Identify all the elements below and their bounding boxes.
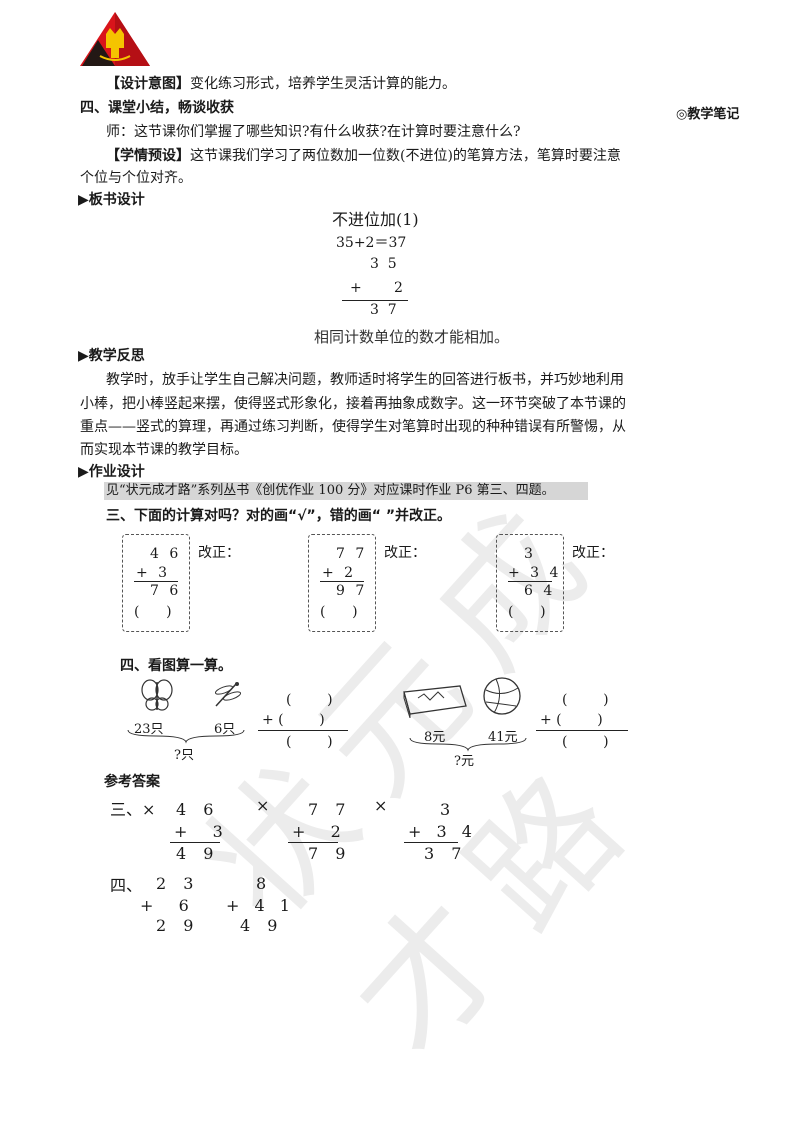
q4-left-paren-1[interactable]: ( ) — [286, 692, 333, 708]
ans4-1-plus: + 6 — [140, 896, 194, 915]
q4-right-paren-2[interactable]: + ( ) — [540, 712, 603, 728]
q3-p2-plus: + 2 — [322, 565, 357, 581]
ans4-2-plus: + 4 1 — [226, 896, 295, 915]
q3-p3-result: 6 4 — [524, 583, 556, 599]
design-intent: 【设计意图】变化练习形式，培养学生灵活计算的能力。 — [106, 72, 456, 96]
pencil-case-icon — [400, 684, 470, 722]
q4-right-paren-1[interactable]: ( ) — [562, 692, 609, 708]
ans3-3-result: 3 7 — [424, 844, 468, 863]
preset-tag: 【学情预设】 — [106, 148, 190, 164]
board-heading: ▶板书设计 — [78, 192, 145, 208]
q4-left-paren-2[interactable]: + ( ) — [262, 712, 325, 728]
preset-line-2: 个位与个位对齐。 — [80, 170, 192, 186]
reflection-line-1: 教学时，放手让学生自己解决问题，教师适时将学生的回答进行板书，并巧妙地利用 — [106, 372, 624, 388]
q3-problem-3 — [496, 534, 564, 632]
homework-highlight — [104, 482, 588, 500]
q4-left-a: 23只 — [134, 722, 164, 737]
ans4-1-result: 2 9 — [156, 916, 200, 935]
homework-heading: ▶作业设计 — [78, 464, 145, 480]
q4-left-total: ?只 — [174, 748, 194, 763]
reflection-line-3: 重点——竖式的算理，再通过练习判断，使得学生对笔算时出现的种种错误有所警惕，从 — [80, 419, 626, 435]
q3-p3-fix-label: 改正： — [572, 545, 614, 561]
q4-right-paren-3[interactable]: ( ) — [562, 734, 609, 750]
board-equation: 35+2＝37 — [336, 235, 407, 251]
q4-right-line — [536, 730, 628, 731]
q3-p1-answer[interactable]: ( ) — [134, 604, 172, 620]
ans3-1-plus: + 3 — [174, 822, 228, 841]
ans3-2-plus: + 2 — [292, 822, 346, 841]
ans3-3-top: 3 — [440, 800, 457, 819]
homework-text: 见“状元成才路”系列丛书《创优作业 100 分》对应课时作业 P6 第三、四题。 — [106, 483, 555, 498]
q4-left-line — [258, 730, 348, 731]
butterfly-icon — [140, 678, 174, 716]
q4-right-b: 41元 — [488, 730, 518, 745]
reflection-line-4: 而实现本节课的教学目标。 — [80, 442, 248, 458]
q3-p1-fix-label: 改正： — [198, 545, 240, 561]
ans3-x-mark-3: × — [374, 796, 388, 815]
q3-p1-line — [134, 581, 178, 582]
answers-heading: 参考答案 — [104, 774, 160, 790]
design-intent-text: 变化练习形式，培养学生灵活计算的能力。 — [190, 76, 456, 92]
ans3-2-top: 7 7 — [308, 800, 352, 819]
ans3-2-line — [288, 842, 338, 843]
q3-title: 三、下面的计算对吗？对的画“√”，错的画“ ”并改正。 — [106, 508, 452, 524]
q3-problem-1 — [122, 534, 190, 632]
ans4-1-top: 2 3 — [156, 874, 200, 893]
q3-p2-line — [320, 581, 364, 582]
q3-p3-answer[interactable]: ( ) — [508, 604, 546, 620]
q4-right-a: 8元 — [424, 730, 446, 745]
q4-title: 四、看图算一算。 — [120, 658, 232, 674]
q3-p2-result: 9 7 — [336, 583, 368, 599]
board-title: 不进位加(1) — [332, 210, 419, 229]
ans3-1-result: 4 9 — [176, 844, 220, 863]
q4-left-brace — [126, 728, 246, 748]
logo — [78, 10, 152, 68]
q3-p2-top: 7 7 — [336, 546, 368, 562]
design-intent-tag: 【设计意图】 — [106, 76, 190, 92]
ans3-3-plus: + 3 4 — [408, 822, 477, 841]
ans3-1-line — [170, 842, 220, 843]
ans3-2-result: 7 9 — [308, 844, 352, 863]
board-top: 3 5 — [370, 256, 397, 272]
ball-icon — [482, 676, 522, 720]
ans3-1-top: 4 6 — [176, 800, 220, 819]
ans4-2-top: 8 — [256, 874, 273, 893]
q3-p2-fix-label: 改正： — [384, 545, 426, 561]
q3-p3-plus: + 3 4 — [508, 565, 562, 581]
reflection-heading: ▶教学反思 — [78, 348, 145, 364]
q3-p1-top: 4 6 — [150, 546, 182, 562]
q4-left-paren-3[interactable]: ( ) — [286, 734, 333, 750]
section-title: 四、课堂小结，畅谈收获 — [80, 100, 234, 116]
dragonfly-icon — [212, 680, 242, 714]
q3-p3-top: 3 — [524, 546, 536, 562]
teacher-text: 师：这节课你们掌握了哪些知识?有什么收获?在计算时要注意什么? — [106, 124, 521, 140]
ans3-3-line — [404, 842, 458, 843]
q4-right-total: ?元 — [454, 754, 474, 769]
ans4-2-result: 4 9 — [240, 916, 284, 935]
reflection-line-2: 小棒，把小棒竖起来摆，使得竖式形象化，接着再抽象成数字。这一环节突破了本节课的 — [80, 396, 626, 412]
board-note: 相同计数单位的数才能相加。 — [314, 328, 510, 346]
q3-p2-answer[interactable]: ( ) — [320, 604, 358, 620]
answers-q4-label: 四、 — [110, 876, 143, 895]
q3-p1-result: 7 6 — [150, 583, 182, 599]
board-plus: + — [350, 280, 362, 296]
board-result: 3 7 — [370, 302, 397, 318]
answers-q3-label: 三、× — [110, 800, 156, 819]
board-line — [342, 300, 408, 301]
q4-left-b: 6只 — [214, 722, 236, 737]
q3-p3-line — [508, 581, 552, 582]
board-bottom: 2 — [394, 280, 403, 296]
ans3-x-mark-2: × — [256, 796, 270, 815]
preset-line-1: 【学情预设】这节课我们学习了两位数加一位数(不进位)的笔算方法，笔算时要注意 — [106, 148, 621, 164]
q3-p1-plus: + 3 — [136, 565, 171, 581]
q4-right-brace — [408, 736, 528, 756]
side-note: ◎教学笔记 — [676, 107, 740, 122]
q3-problem-2 — [308, 534, 376, 632]
